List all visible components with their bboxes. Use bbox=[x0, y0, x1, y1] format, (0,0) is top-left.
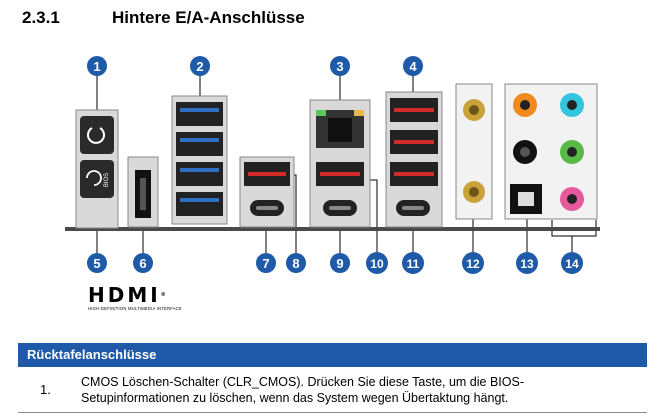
usb-c-tongue bbox=[256, 206, 278, 210]
usb-port-c-tongue bbox=[180, 168, 219, 172]
hdmi-tagline: HIGH-DEFINITION MULTIMEDIA INTERFACE bbox=[88, 306, 182, 311]
usb-stack-blue bbox=[171, 95, 228, 225]
usb-red-port-c-tongue bbox=[394, 172, 434, 176]
section-number: 2.3.1 bbox=[22, 8, 60, 27]
callout-label-4: 4 bbox=[409, 59, 417, 74]
audio-jack-cyan-hole bbox=[567, 100, 577, 110]
usb-c-tongue-2 bbox=[329, 206, 351, 210]
usb-port-b-tongue bbox=[180, 138, 219, 142]
callout-label-13: 13 bbox=[520, 257, 534, 271]
callout-badge-1 bbox=[87, 56, 107, 76]
bios-label: BIOS bbox=[104, 173, 110, 187]
usb-stack-red bbox=[385, 91, 443, 228]
callout-badge-12 bbox=[462, 252, 484, 274]
callout-label-14: 14 bbox=[565, 257, 579, 271]
clr-cmos-button bbox=[80, 116, 114, 154]
callout-label-6: 6 bbox=[139, 256, 146, 271]
row-number: 1. bbox=[40, 382, 51, 397]
hdmi-logo: HDMI® HIGH-DEFINITION MULTIMEDIA INTERFA… bbox=[88, 285, 198, 311]
hdmi-port bbox=[127, 156, 159, 228]
usb-port-c bbox=[176, 162, 223, 186]
audio-jack-pink-hole bbox=[567, 194, 577, 204]
usb-port-b bbox=[176, 132, 223, 156]
hdmi-logo-word: HDMI bbox=[88, 283, 161, 307]
row-description-line-2: Setupinformationen zu löschen, wenn das … bbox=[81, 391, 509, 405]
callout-badge-8 bbox=[286, 253, 306, 273]
usb-port-d bbox=[176, 192, 223, 216]
callout-label-11: 11 bbox=[407, 257, 420, 271]
callout-badge-11 bbox=[402, 252, 424, 274]
usb-a-red-tongue-2 bbox=[320, 172, 360, 176]
section-title: Hintere E/A-Anschlüsse bbox=[112, 8, 305, 27]
io-panel-base bbox=[65, 227, 600, 231]
callout-label-2: 2 bbox=[196, 59, 203, 74]
callout-label-10: 10 bbox=[370, 257, 384, 271]
callout-badge-4 bbox=[403, 56, 423, 76]
section-heading: 2.3.1 Hintere E/A-Anschlüsse bbox=[22, 8, 305, 28]
lan-usb-module bbox=[309, 99, 371, 228]
callout-badge-5 bbox=[87, 253, 107, 273]
callout-badge-10 bbox=[366, 252, 388, 274]
table-header: Rücktafelanschlüsse bbox=[18, 343, 647, 367]
callout-badge-9 bbox=[330, 253, 350, 273]
table-row: 1. CMOS Löschen-Schalter (CLR_CMOS). Drü… bbox=[18, 370, 647, 413]
callout-label-12: 12 bbox=[466, 257, 480, 271]
usb-port-a bbox=[176, 102, 223, 126]
hdmi-trademark: ® bbox=[160, 292, 166, 298]
audio-jack-black-hole bbox=[520, 147, 530, 157]
callout-badge-3 bbox=[330, 56, 350, 76]
lan-socket bbox=[328, 118, 352, 142]
bios-flashback-icon bbox=[86, 170, 102, 186]
usb-port-a-tongue bbox=[180, 108, 219, 112]
callout-badge-7 bbox=[256, 253, 276, 273]
usb-port-d-tongue bbox=[180, 198, 219, 202]
callout-badge-6 bbox=[133, 253, 153, 273]
usb-red-port-a-tongue bbox=[394, 108, 434, 112]
bios-flashback-button bbox=[80, 160, 114, 198]
wifi-antenna-module bbox=[455, 83, 493, 220]
callout-badge-13 bbox=[516, 252, 538, 274]
spdif-opening bbox=[518, 192, 534, 206]
usb-red-port-b-tongue bbox=[394, 140, 434, 144]
clr-cmos-icon bbox=[87, 127, 105, 144]
audio-jack-green-hole bbox=[567, 147, 577, 157]
usb-module-7-8 bbox=[239, 156, 295, 228]
row-description: CMOS Löschen-Schalter (CLR_CMOS). Drücke… bbox=[81, 374, 636, 406]
callout-label-7: 7 bbox=[262, 256, 269, 271]
lan-led-green bbox=[316, 110, 326, 116]
callout-badges: 1 2 3 4 5 6 7 8 9 10 11 12 13 14 bbox=[87, 56, 583, 274]
callout-label-5: 5 bbox=[93, 256, 100, 271]
callout-badge-2 bbox=[190, 56, 210, 76]
usb-c-tongue-3 bbox=[402, 206, 424, 210]
lan-led-amber bbox=[354, 110, 364, 116]
callout-label-3: 3 bbox=[336, 59, 343, 74]
usb-a-red-tongue bbox=[248, 172, 286, 176]
callout-badge-14 bbox=[561, 252, 583, 274]
callout-label-1: 1 bbox=[93, 59, 100, 74]
audio-jack-orange-hole bbox=[520, 100, 530, 110]
audio-module bbox=[504, 83, 598, 220]
callout-label-9: 9 bbox=[336, 256, 343, 271]
antenna-connector-2-core bbox=[469, 187, 479, 197]
hdmi-contacts bbox=[140, 178, 146, 210]
rear-io-diagram: BIOS bbox=[65, 56, 600, 274]
antenna-connector-1-core bbox=[469, 105, 479, 115]
clr-cmos-bios-module: BIOS bbox=[75, 109, 119, 229]
row-description-line-1: CMOS Löschen-Schalter (CLR_CMOS). Drücke… bbox=[81, 375, 524, 389]
callout-label-8: 8 bbox=[292, 256, 299, 271]
